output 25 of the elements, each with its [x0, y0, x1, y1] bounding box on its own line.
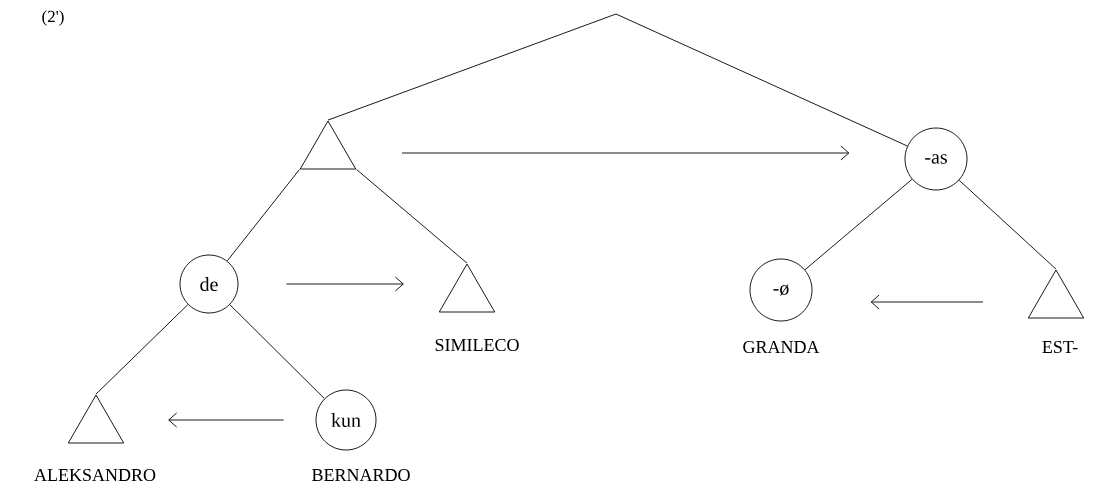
example-number: (2')	[42, 10, 64, 26]
arrow	[286, 276, 404, 292]
word-label: ALEKSANDRO	[34, 468, 156, 482]
circle-node: de	[179, 254, 239, 314]
word-label: BERNARDO	[312, 468, 410, 482]
triangle-symbol	[67, 394, 125, 444]
circle-node: kun	[315, 389, 377, 451]
tree-branch	[95, 304, 189, 395]
word-label: SIMILECO	[435, 338, 519, 352]
tree-branch	[804, 178, 913, 271]
triangle-symbol	[438, 263, 496, 313]
circle-node: -ø	[749, 258, 813, 322]
arrow	[168, 412, 284, 428]
tree-branch	[226, 169, 300, 262]
triangle-symbol	[299, 120, 357, 170]
tree-branch	[327, 13, 908, 147]
triangle-symbol	[1027, 269, 1085, 319]
word-label: EST-	[1042, 340, 1078, 354]
arrow	[870, 294, 984, 310]
circle-node: -as	[904, 127, 968, 191]
tree-branch	[958, 179, 1057, 270]
word-label: GRANDA	[743, 340, 820, 354]
tree-branch	[229, 304, 325, 399]
tree-branch	[356, 169, 468, 264]
arrow	[401, 145, 850, 161]
